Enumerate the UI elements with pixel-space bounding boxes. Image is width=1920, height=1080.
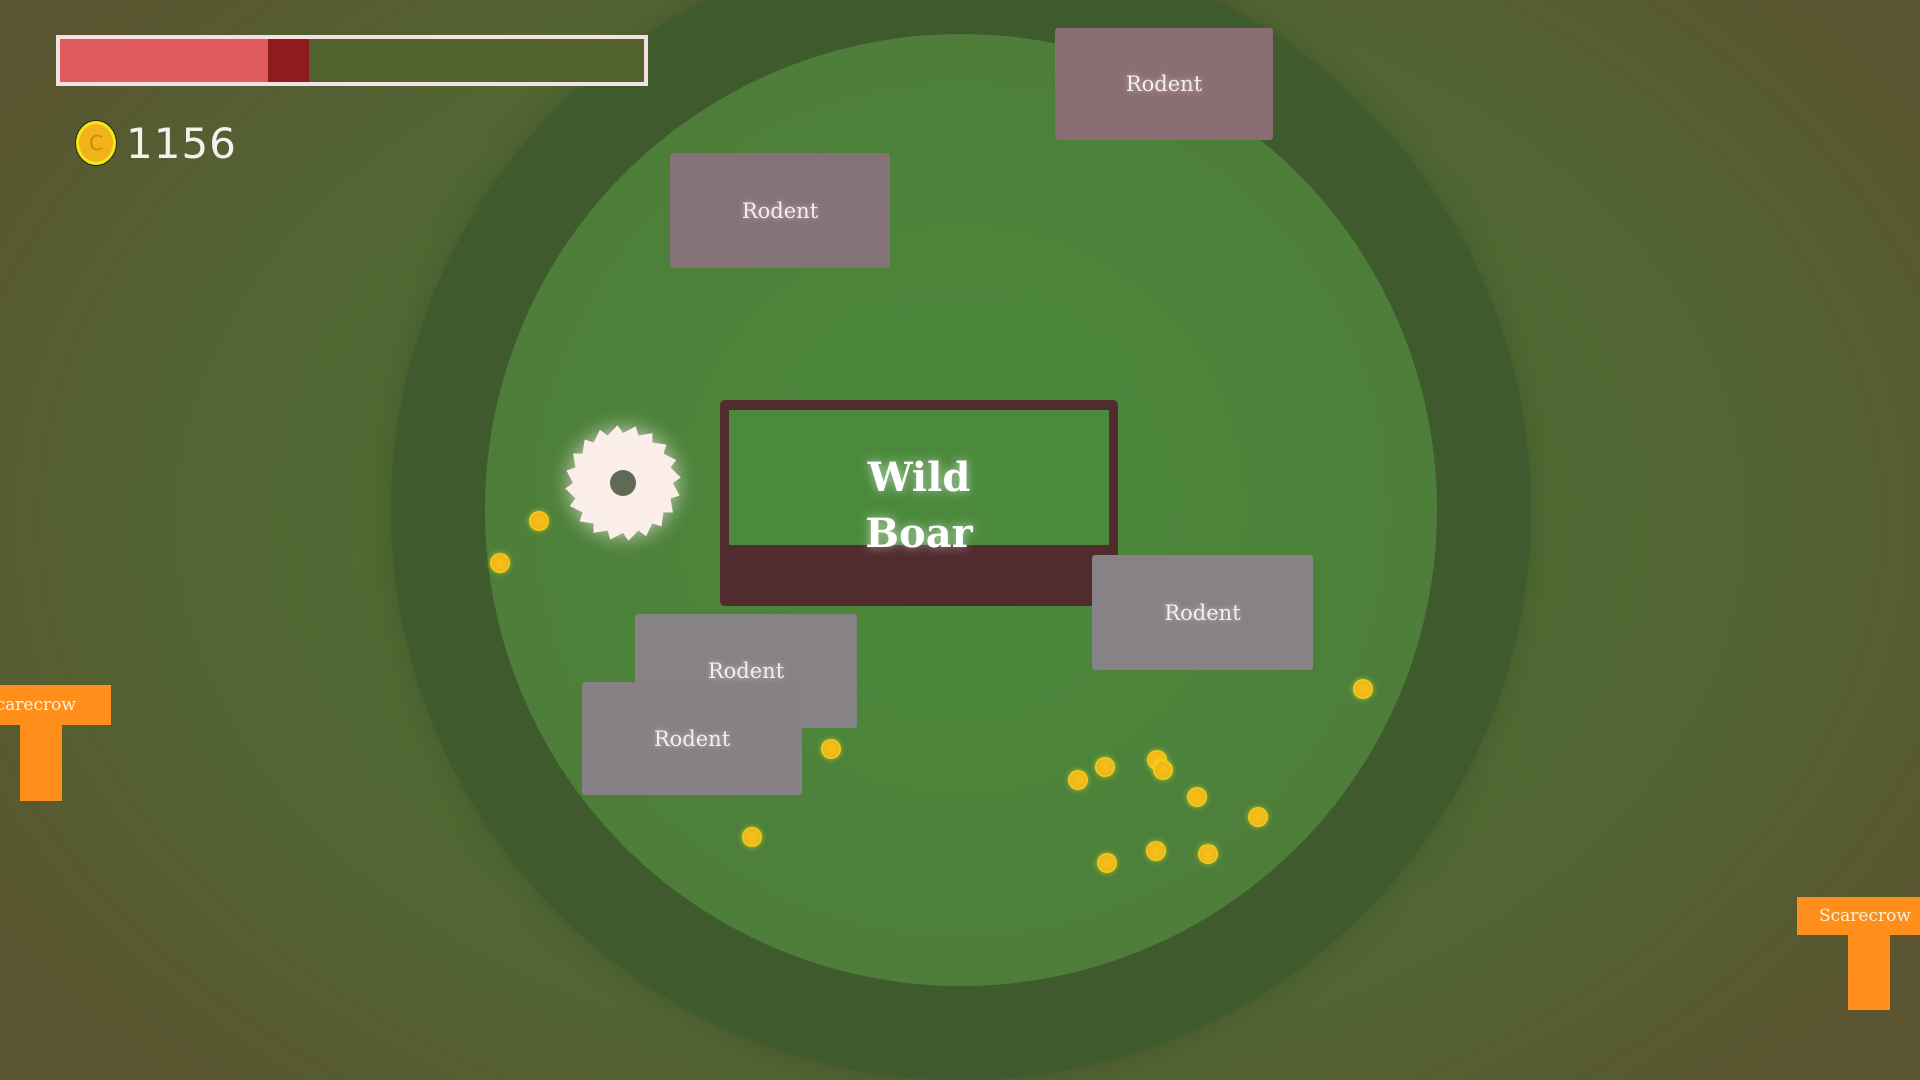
- scarecrow-left-label-bar: Scarecrow: [0, 685, 111, 725]
- coin-pickup[interactable]: [490, 553, 510, 573]
- coin-pickup[interactable]: [1095, 757, 1115, 777]
- player-health-bar: [56, 35, 648, 86]
- boss-name-line2: Boar: [865, 510, 973, 557]
- scarecrow-right-label-bar: Scarecrow: [1797, 897, 1920, 935]
- coin-pickup[interactable]: [529, 511, 549, 531]
- enemy-label: Rodent: [741, 198, 819, 223]
- saw-blade-icon[interactable]: [563, 423, 683, 543]
- scarecrow-right-post: [1848, 935, 1890, 1010]
- coin-pickup[interactable]: [1187, 787, 1207, 807]
- coin-icon: C: [76, 121, 116, 165]
- boss-health-fill: [729, 410, 1109, 545]
- coin-pickup[interactable]: [742, 827, 762, 847]
- coin-pickup[interactable]: [1198, 844, 1218, 864]
- enemy-rodent[interactable]: Rodent: [670, 153, 890, 268]
- coin-counter: C 1156: [76, 118, 237, 168]
- boss-name-line1: Wild: [867, 454, 971, 501]
- coin-pickup[interactable]: [1146, 841, 1166, 861]
- scarecrow-left-label: Scarecrow: [0, 695, 76, 715]
- enemy-label: Rodent: [707, 659, 785, 683]
- enemy-label: Rodent: [1125, 72, 1203, 96]
- coin-pickup[interactable]: [821, 739, 841, 759]
- enemy-label: Rodent: [653, 726, 731, 751]
- enemy-rodent[interactable]: Rodent: [1055, 28, 1273, 140]
- enemy-label: Rodent: [1164, 600, 1241, 625]
- coin-count: 1156: [126, 118, 237, 168]
- boss-name: Wild Boar: [720, 450, 1118, 562]
- coin-pickup[interactable]: [1353, 679, 1373, 699]
- coin-icon-glyph: C: [89, 131, 103, 155]
- coin-pickup[interactable]: [1248, 807, 1268, 827]
- boss-wild-boar[interactable]: Wild Boar: [720, 400, 1118, 606]
- scarecrow-left-post: [20, 725, 62, 801]
- coin-pickup[interactable]: [1153, 760, 1173, 780]
- coin-pickup[interactable]: [1068, 770, 1088, 790]
- health-fill: [60, 39, 268, 82]
- enemy-rodent[interactable]: Rodent: [1092, 555, 1313, 670]
- scarecrow-right-label: Scarecrow: [1819, 906, 1911, 926]
- enemy-rodent[interactable]: Rodent: [582, 682, 802, 795]
- health-damage-lag: [267, 39, 309, 82]
- coin-pickup[interactable]: [1097, 853, 1117, 873]
